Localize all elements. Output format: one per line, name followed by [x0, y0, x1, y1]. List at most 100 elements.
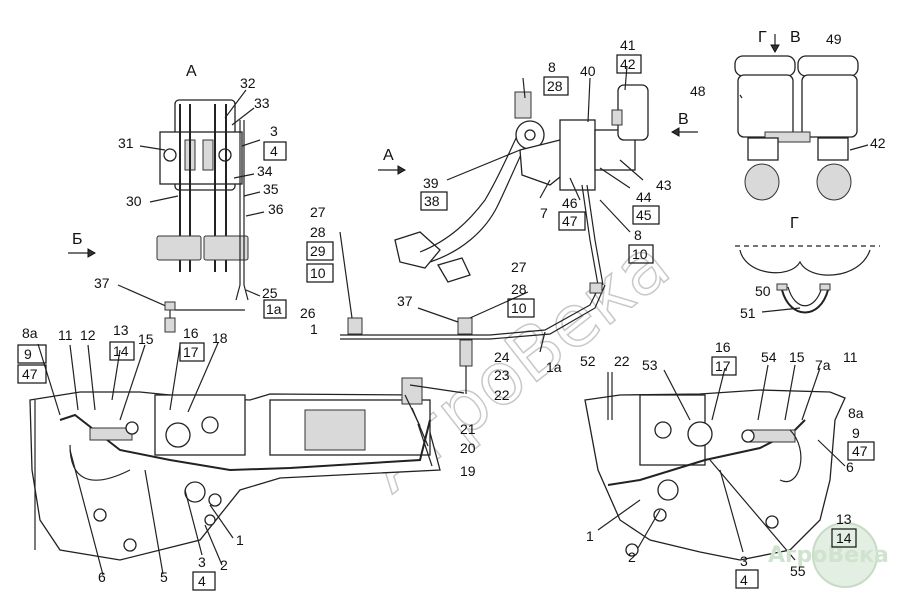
callout-10-right: 10 — [511, 300, 527, 316]
view-label-v: В — [790, 29, 801, 46]
label-frames — [17, 54, 875, 591]
callout-13-right: 13 — [836, 511, 852, 527]
central-tee-fittings — [339, 231, 546, 394]
callout-7a: 7а — [815, 357, 831, 373]
callout-23: 23 — [494, 367, 510, 383]
callout-49: 49 — [826, 31, 842, 47]
callout-10-mid: 10 — [310, 265, 326, 281]
callout-37: 37 — [94, 275, 110, 291]
callout-44: 44 — [636, 189, 652, 205]
view-label-g-arrow: Г — [758, 29, 767, 46]
callout-11-right: 11 — [843, 349, 858, 365]
callout-55: 55 — [790, 563, 806, 579]
view-g-clamp-detail — [735, 245, 880, 314]
callout-11-left: 11 — [58, 327, 73, 343]
callout-22-right: 22 — [614, 353, 630, 369]
callout-47: 47 — [562, 213, 578, 229]
callout-51: 51 — [740, 305, 756, 321]
callout-2-left: 2 — [220, 557, 228, 573]
callout-54: 54 — [761, 349, 777, 365]
callout-42: 42 — [620, 56, 636, 72]
callout-40: 40 — [580, 63, 596, 79]
callout-6-left: 6 — [98, 569, 106, 585]
callout-28-mid: 28 — [310, 224, 326, 240]
callout-41: 41 — [620, 37, 636, 53]
callout-15-right: 15 — [789, 349, 805, 365]
callout-3-left: 3 — [198, 554, 206, 570]
callout-43: 43 — [656, 177, 672, 193]
callout-31: 31 — [118, 135, 134, 151]
callout-24: 24 — [494, 349, 510, 365]
callout-28-right: 28 — [511, 281, 527, 297]
callout-3-right: 3 — [740, 553, 748, 569]
callout-1a-mid: 1а — [546, 359, 562, 375]
brand-logo-text: АгроВека — [768, 543, 889, 568]
callout-17-right: 17 — [715, 358, 731, 374]
callout-39: 39 — [423, 175, 439, 191]
callout-16-right: 16 — [715, 339, 731, 355]
left-chassis-view — [29, 377, 441, 561]
callout-8a-right: 8а — [848, 405, 864, 421]
callout-14-right: 14 — [836, 530, 852, 546]
callout-36: 36 — [268, 201, 284, 217]
callout-26: 26 — [300, 305, 316, 321]
callout-9-right: 9 — [852, 425, 860, 441]
callout-42-right: 42 — [870, 135, 886, 151]
callout-38: 38 — [424, 193, 440, 209]
callout-14-left: 14 — [113, 343, 129, 359]
callout-32: 32 — [240, 75, 256, 91]
callout-1-mid: 1 — [310, 321, 318, 337]
callout-28: 28 — [547, 78, 563, 94]
callout-4-right: 4 — [740, 572, 748, 588]
view-label-b: Б — [72, 231, 83, 248]
callout-4-left: 4 — [198, 573, 206, 589]
callout-5: 5 — [160, 569, 168, 585]
callout-3: 3 — [270, 123, 278, 139]
callout-12: 12 — [80, 327, 96, 343]
view-a-brake-line — [117, 284, 245, 333]
callout-17-left: 17 — [183, 344, 199, 360]
callout-27: 27 — [310, 204, 326, 220]
view-v-reservoirs — [734, 34, 869, 201]
callout-48: 48 — [690, 83, 706, 99]
callout-29: 29 — [310, 243, 326, 259]
callout-1-left: 1 — [236, 532, 244, 548]
callout-52: 52 — [580, 353, 596, 369]
callout-37-mid: 37 — [397, 293, 413, 309]
callout-34: 34 — [257, 163, 273, 179]
callout-50: 50 — [755, 283, 771, 299]
view-a-assembly — [139, 89, 265, 301]
view-label-a: А — [186, 63, 197, 80]
callout-30: 30 — [126, 193, 142, 209]
callout-22-mid: 22 — [494, 387, 510, 403]
callout-6-right: 6 — [846, 459, 854, 475]
callout-25: 25 — [262, 285, 278, 301]
callout-8a-left: 8а — [22, 325, 38, 341]
view-label-g: Г — [790, 215, 799, 232]
left-leaders — [37, 342, 465, 576]
callout-47-right: 47 — [852, 443, 868, 459]
callout-13-left: 13 — [113, 322, 129, 338]
callout-7: 7 — [540, 205, 548, 221]
callout-1-right: 1 — [586, 528, 594, 544]
callout-8-lower: 8 — [634, 227, 642, 243]
callout-53: 53 — [642, 357, 658, 373]
callout-1a: 1а — [266, 301, 282, 317]
callout-21: 21 — [460, 421, 476, 437]
callout-8: 8 — [548, 59, 556, 75]
callout-4: 4 — [270, 143, 278, 159]
right-chassis-view — [584, 364, 846, 561]
pedal-assembly — [68, 65, 698, 340]
view-label-a-arrow: А — [383, 147, 394, 164]
callout-18: 18 — [212, 330, 228, 346]
callout-15-left: 15 — [138, 331, 154, 347]
brand-logo: АгроВека — [768, 522, 889, 588]
callout-2-right: 2 — [628, 549, 636, 565]
callout-9-left: 9 — [24, 346, 32, 362]
callout-45: 45 — [636, 207, 652, 223]
callout-35: 35 — [263, 181, 279, 197]
view-label-v-arrow: В — [678, 111, 689, 128]
callout-16-left: 16 — [183, 325, 199, 341]
callout-19: 19 — [460, 463, 476, 479]
